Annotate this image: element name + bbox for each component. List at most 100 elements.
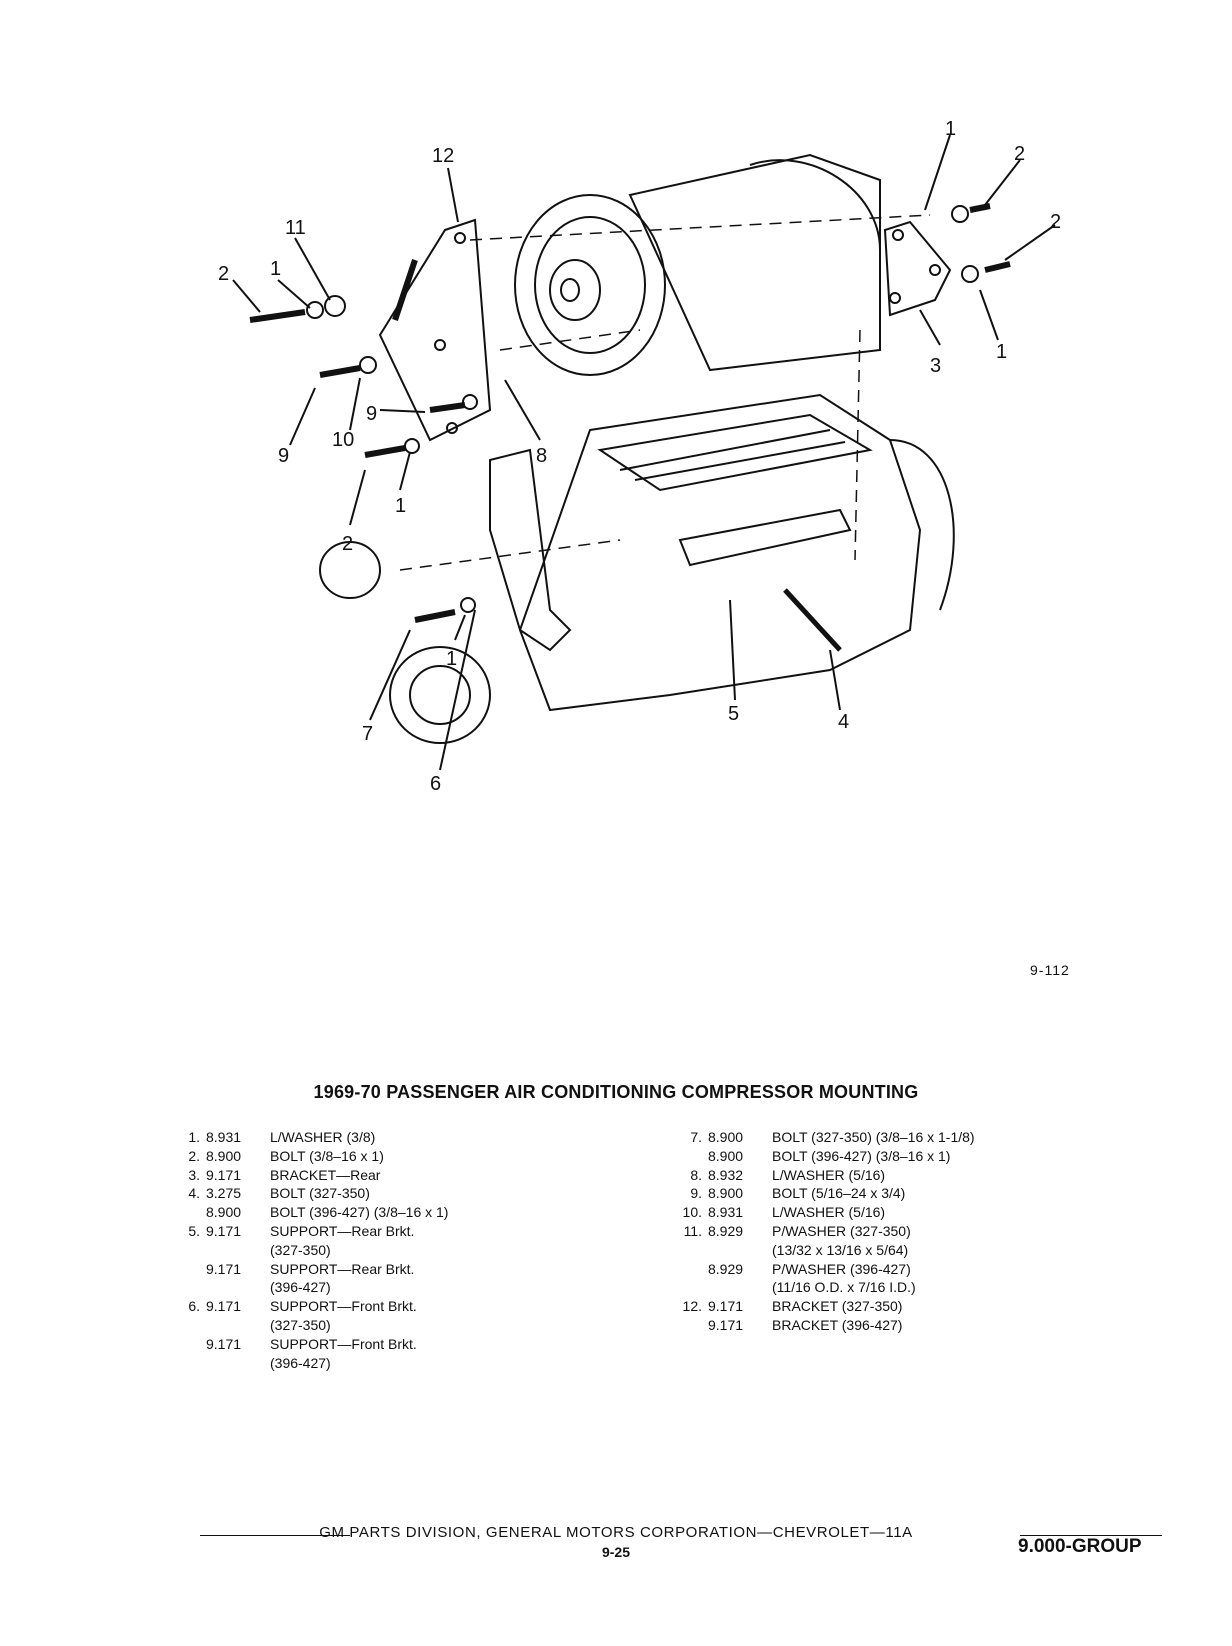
compressor-mounting-illustration: 1 2 2 3 1 12 11 1 2 9 10 9 8 1 2 1 7 6 5… <box>218 118 1061 795</box>
part-code: 8.900 <box>206 1147 242 1164</box>
callout-2-top: 2 <box>1014 143 1025 165</box>
crank-pulley <box>389 646 491 744</box>
engine-block <box>518 393 922 712</box>
part-code: 9.171 <box>708 1298 744 1315</box>
part-description: SUPPORT—Front Brkt.(327-350) <box>270 1297 608 1335</box>
part-number: 1. <box>188 1129 200 1145</box>
part-description-line: BOLT (327-350) <box>270 1185 370 1202</box>
part-code: 9.171 <box>206 1260 242 1277</box>
part-description-line: SUPPORT—Rear Brkt. <box>270 1222 415 1239</box>
part-description: SUPPORT—Rear Brkt.(396-427) <box>270 1260 608 1298</box>
part-description-line: L/WASHER (3/8) <box>270 1129 376 1145</box>
parts-list-left: 1. 8.931 L/WASHER (3/8) 2. 8.900 BOLT (3/8–16… <box>168 1128 608 1372</box>
parts-row: 9.171 SUPPORT—Front Brkt. (396-427) <box>168 1335 608 1373</box>
parts-row: 1. 8.931 L/WASHER (3/8) <box>168 1128 608 1147</box>
footer-rule-left <box>200 1535 350 1536</box>
callout-2-right: 2 <box>1050 211 1061 233</box>
part-description: L/WASHER (5/16) <box>772 1203 1130 1222</box>
parts-row: 12. 9.171 BRACKET (327-350) <box>670 1297 1130 1316</box>
part-description: SUPPORT—Front Brkt. (396-427) <box>270 1335 608 1373</box>
callout-9-mid: 9 <box>366 403 377 425</box>
water-pump-pulley <box>319 541 381 599</box>
footer-rule-right <box>1020 1535 1162 1536</box>
part-code: 3.275 <box>206 1185 242 1202</box>
part-description-line: BOLT (396-427) (3/8–16 x 1) <box>270 1204 449 1221</box>
part-number: 5. <box>188 1222 200 1239</box>
callout-11: 11 <box>285 217 306 239</box>
part-number: 11. <box>683 1222 702 1239</box>
callout-2-mid: 2 <box>342 533 353 555</box>
part-description-line: (11/16 O.D. x 7/16 I.D.) <box>772 1279 916 1296</box>
callout-6: 6 <box>430 773 441 795</box>
part-description: BOLT (396-427) (3/8–16 x 1) <box>772 1147 1130 1166</box>
part-code: 8.931 <box>708 1204 744 1221</box>
part-description: BRACKET—Rear <box>270 1166 608 1185</box>
part-description-line: (396-427) <box>270 1279 331 1296</box>
part-description-line: BOLT (327-350) (3/8–16 x 1-1/8) <box>772 1129 975 1145</box>
part-number <box>670 1260 708 1298</box>
exploded-view-diagram: 1 2 2 3 1 12 11 1 2 9 10 9 8 1 2 1 7 6 5… <box>190 110 1110 830</box>
part-description-line: BRACKET (327-350) <box>772 1298 903 1315</box>
part-description-line: BOLT (396-427) (3/8–16 x 1) <box>772 1147 951 1164</box>
part-description: BOLT (327-350) (3/8–16 x 1-1/8) <box>772 1128 1130 1147</box>
parts-row: 3. 9.171 BRACKET—Rear <box>168 1166 608 1185</box>
callout-1-mid: 1 <box>395 495 406 517</box>
part-description: BOLT (327-350) <box>270 1184 608 1203</box>
part-code: 9.171 <box>206 1166 242 1183</box>
callout-1-left: 1 <box>270 258 281 280</box>
part-description-line: (327-350) <box>270 1316 331 1333</box>
part-description-line: BOLT (3/8–16 x 1) <box>270 1147 384 1164</box>
callout-1-right: 1 <box>996 341 1007 363</box>
part-description-line: SUPPORT—Front Brkt. <box>270 1335 417 1352</box>
part-description-line: (396-427) <box>270 1354 331 1371</box>
part-description-line: P/WASHER (327-350) <box>772 1222 911 1239</box>
part-description: BRACKET (327-350) <box>772 1297 1130 1316</box>
part-code: 9.171 <box>206 1298 242 1315</box>
part-description-line: (13/32 x 13/16 x 5/64) <box>772 1241 909 1258</box>
part-number: 4. <box>188 1185 200 1202</box>
part-description: L/WASHER (3/8) <box>270 1128 608 1147</box>
parts-row: 6. 9.171 SUPPORT—Front Brkt.(327-350) <box>168 1297 608 1335</box>
part-description: P/WASHER (396-427)(11/16 O.D. x 7/16 I.D… <box>772 1260 1130 1298</box>
part-description-line: L/WASHER (5/16) <box>772 1204 886 1221</box>
compressor-pulley <box>514 194 666 376</box>
compressor-body <box>628 153 881 372</box>
part-description-line: SUPPORT—Front Brkt. <box>270 1298 417 1315</box>
part-number <box>670 1147 708 1166</box>
part-code: 8.900 <box>708 1129 744 1145</box>
part-number: 6. <box>188 1298 200 1315</box>
part-code: 8.931 <box>206 1129 242 1145</box>
part-number: 8. <box>690 1166 702 1183</box>
part-number <box>670 1316 708 1335</box>
part-description: L/WASHER (5/16) <box>772 1166 1130 1185</box>
parts-row: 8. 8.932 L/WASHER (5/16) <box>670 1166 1130 1185</box>
part-description: BRACKET (396-427) <box>772 1316 1130 1335</box>
callout-1-bottom: 1 <box>446 648 457 670</box>
part-code: 8.932 <box>708 1166 744 1183</box>
page-title: 1969-70 PASSENGER AIR CONDITIONING COMPR… <box>313 1082 919 1102</box>
parts-row: 8.929 P/WASHER (396-427)(11/16 O.D. x 7/1… <box>670 1260 1130 1298</box>
part-code: 9.171 <box>206 1335 242 1352</box>
parts-row: 11. 8.929 P/WASHER (327-350) (13/32 x 13/16… <box>670 1222 1130 1260</box>
part-number: 3. <box>188 1166 200 1183</box>
part-number: 2. <box>188 1147 200 1164</box>
part-code: 8.900 <box>708 1147 744 1164</box>
front-bracket <box>378 218 492 442</box>
callout-9-left: 9 <box>278 445 289 467</box>
part-code: 8.929 <box>708 1260 744 1277</box>
callout-2-left: 2 <box>218 263 229 285</box>
rear-bracket <box>883 220 952 317</box>
callout-12: 12 <box>432 145 454 167</box>
part-number: 12. <box>682 1298 702 1315</box>
part-number <box>168 1335 206 1373</box>
group-label: 9.000-GROUP <box>1018 1536 1142 1557</box>
part-code: 8.929 <box>708 1222 744 1239</box>
callout-1-top: 1 <box>945 118 956 140</box>
callout-8: 8 <box>536 445 547 467</box>
